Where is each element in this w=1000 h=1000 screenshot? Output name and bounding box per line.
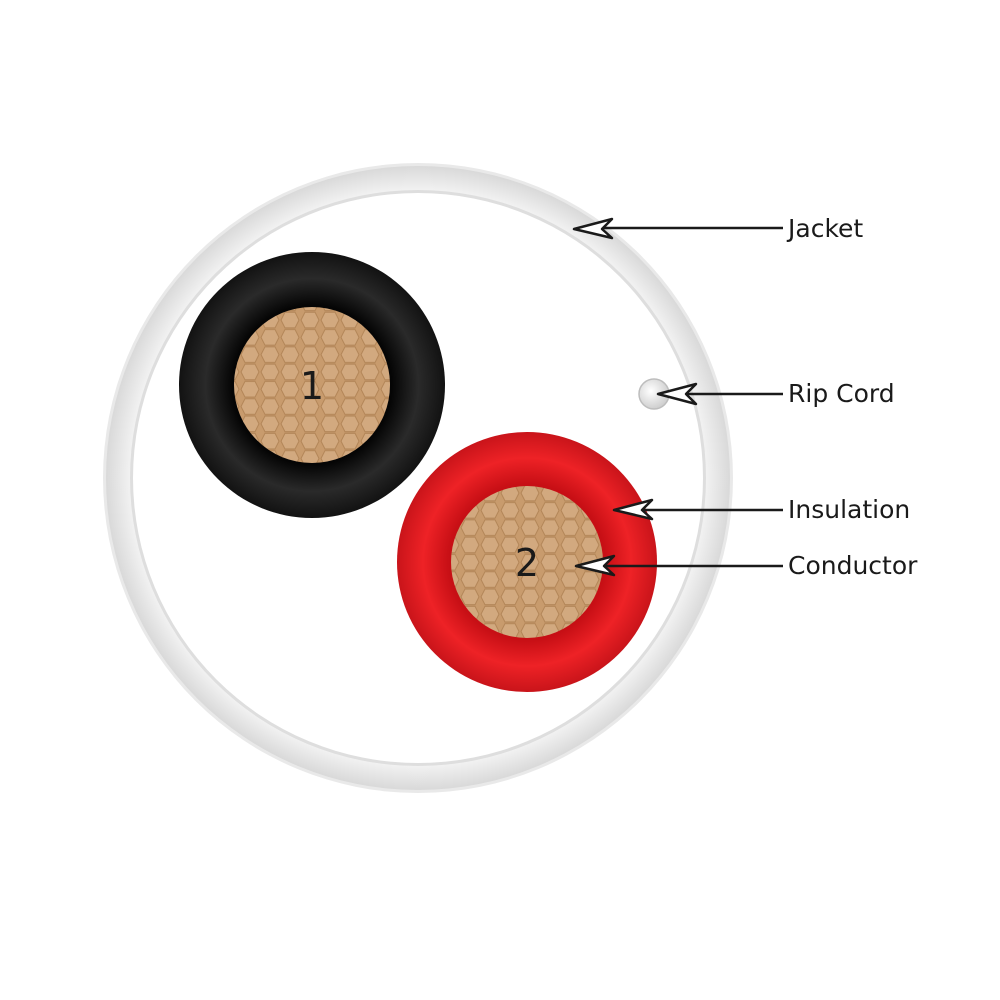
conductor-number-1: 1 — [300, 364, 324, 408]
leader-insulation — [612, 498, 783, 521]
leader-rip-cord — [656, 382, 783, 406]
wire-1: 1 — [179, 252, 445, 518]
label-rip-cord: Rip Cord — [788, 379, 895, 408]
jacket — [103, 163, 733, 793]
conductor-2-copper — [451, 486, 603, 638]
callout-leaders — [572, 217, 783, 577]
wire-2: 2 — [397, 432, 657, 692]
label-jacket: Jacket — [788, 214, 864, 243]
conductor-1-copper — [234, 307, 390, 463]
label-conductor: Conductor — [788, 551, 918, 580]
conductor-number-2: 2 — [515, 541, 539, 585]
label-insulation: Insulation — [788, 495, 911, 524]
leader-jacket — [572, 217, 783, 240]
leader-conductor — [574, 554, 783, 577]
